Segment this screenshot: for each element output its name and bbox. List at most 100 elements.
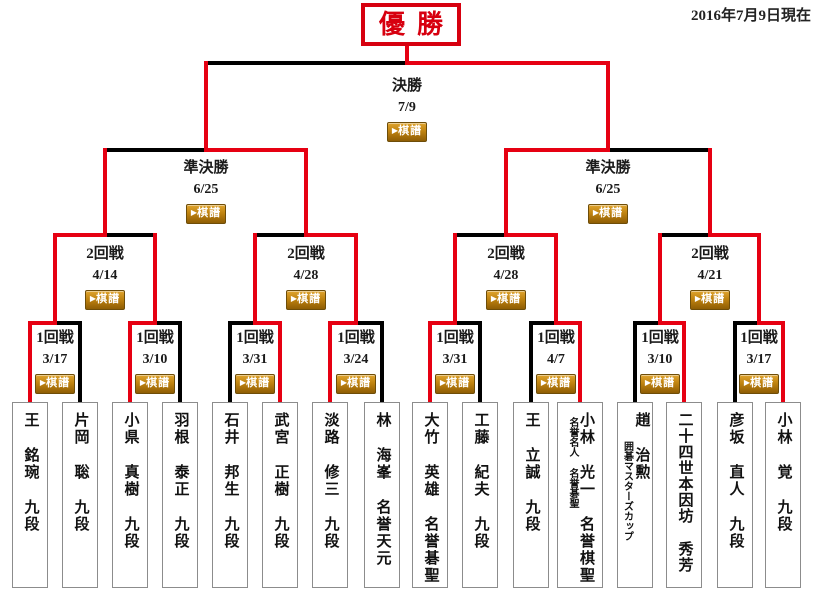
player-name: 二十四世本因坊 秀芳 (676, 412, 693, 573)
player-name: 武宮 正樹 九段 (272, 412, 289, 550)
round2-bar (506, 233, 558, 237)
round1-riser-line (658, 233, 662, 325)
round-name: 1回戦 (641, 330, 679, 346)
kifu-button[interactable]: ▶棋譜 (689, 290, 731, 311)
round-date: 3/10 (647, 351, 673, 367)
round1-label: 1回戦 3/17 ▶棋譜 (736, 328, 782, 395)
round-date: 3/24 (343, 351, 369, 367)
player-line (578, 321, 582, 402)
kifu-button[interactable]: ▶棋譜 (587, 204, 629, 225)
player-line (128, 321, 132, 402)
round2-bar (453, 233, 506, 237)
round-name: 1回戦 (36, 330, 74, 346)
round1-riser-line (253, 233, 257, 325)
round-name: 2回戦 (287, 246, 325, 262)
round1-bar (633, 321, 660, 325)
kifu-button[interactable]: ▶棋譜 (285, 290, 327, 311)
player-name: 王 立誠 九段 (523, 412, 540, 533)
kifu-button[interactable]: ▶棋譜 (234, 374, 276, 395)
kifu-button[interactable]: ▶棋譜 (84, 290, 126, 311)
round-date: 7/9 (398, 99, 416, 115)
round1-bar (428, 321, 455, 325)
round1-bar (255, 321, 282, 325)
round-name: 2回戦 (487, 246, 525, 262)
champion-box: 優勝 (361, 3, 461, 46)
play-icon: ▶ (290, 294, 298, 304)
round1-riser-line (757, 233, 761, 325)
round1-bar (155, 321, 182, 325)
kifu-button[interactable]: ▶棋譜 (185, 204, 227, 225)
kifu-button[interactable]: ▶棋譜 (386, 122, 428, 143)
play-icon: ▶ (592, 208, 600, 218)
round1-label: 1回戦 3/31 ▶棋譜 (232, 328, 278, 395)
round1-bar (660, 321, 686, 325)
play-icon: ▶ (190, 208, 198, 218)
player-box: 林 海峯 名誉天元 (364, 402, 400, 588)
round-date: 3/17 (42, 351, 68, 367)
play-icon: ▶ (239, 378, 247, 388)
round1-label: 1回戦 3/10 ▶棋譜 (132, 328, 178, 395)
round1-riser-line (453, 233, 457, 325)
player-box: 趙 治勲 囲碁マスターズカップ (617, 402, 653, 588)
round-name: 2回戦 (86, 246, 124, 262)
kifu-button[interactable]: ▶棋譜 (335, 374, 377, 395)
round-name: 準決勝 (183, 160, 229, 176)
round1-bar (759, 321, 785, 325)
round-name: 1回戦 (537, 330, 575, 346)
round2-riser-line (304, 148, 308, 237)
round1-bar (228, 321, 255, 325)
round1-label: 1回戦 3/17 ▶棋譜 (32, 328, 78, 395)
round-date: 3/31 (242, 351, 268, 367)
kifu-button[interactable]: ▶棋譜 (134, 374, 176, 395)
play-icon: ▶ (644, 378, 652, 388)
round-date: 3/17 (746, 351, 772, 367)
round-name: 1回戦 (337, 330, 375, 346)
semifinal2-bar-right (608, 148, 712, 152)
round2-riser-line (708, 148, 712, 237)
kifu-button[interactable]: ▶棋譜 (639, 374, 681, 395)
player-title: 囲碁マスターズカップ (621, 441, 633, 541)
round1-label: 1回戦 4/7 ▶棋譜 (533, 328, 579, 395)
player-name: 小林 覚 九段 (775, 412, 792, 533)
player-name: 王 銘琬 九段 (22, 412, 39, 533)
round2-bar (658, 233, 710, 237)
player-line (380, 321, 384, 402)
player-box: 王 銘琬 九段 (12, 402, 48, 588)
kifu-button[interactable]: ▶棋譜 (485, 290, 527, 311)
player-line (733, 321, 737, 402)
round-date: 6/25 (595, 181, 621, 197)
round1-riser-line (354, 233, 358, 325)
semifinal-riser-line (606, 61, 610, 152)
player-name: 大竹 英雄 名誉碁聖 (422, 412, 439, 584)
round1-bar (733, 321, 759, 325)
player-box: 石井 邦生 九段 (212, 402, 248, 588)
play-icon: ▶ (139, 378, 147, 388)
round-name: 2回戦 (691, 246, 729, 262)
player-line (633, 321, 637, 402)
play-icon: ▶ (490, 294, 498, 304)
round2-bar (53, 233, 105, 237)
semifinal2-bar-left (504, 148, 608, 152)
round1-riser-line (53, 233, 57, 325)
kifu-button[interactable]: ▶棋譜 (738, 374, 780, 395)
round2-label: 2回戦 4/21 ▶棋譜 (680, 244, 740, 311)
round2-riser-line (103, 148, 107, 237)
round2-bar (710, 233, 761, 237)
round2-label: 2回戦 4/28 ▶棋譜 (476, 244, 536, 311)
round-date: 4/14 (92, 267, 118, 283)
kifu-button[interactable]: ▶棋譜 (434, 374, 476, 395)
player-name: 小県 真樹 九段 (122, 412, 139, 550)
round1-riser-line (153, 233, 157, 325)
player-line (328, 321, 332, 402)
player-box: 小林 光一 名誉棋聖 名誉名人 名誉碁聖 (557, 402, 603, 588)
play-icon: ▶ (391, 126, 399, 136)
player-line (428, 321, 432, 402)
kifu-button[interactable]: ▶棋譜 (34, 374, 76, 395)
player-box: 淡路 修三 九段 (312, 402, 348, 588)
round-date: 3/31 (442, 351, 468, 367)
player-box: 武宮 正樹 九段 (262, 402, 298, 588)
player-line (228, 321, 232, 402)
player-box: 片岡 聡 九段 (62, 402, 98, 588)
kifu-button[interactable]: ▶棋譜 (535, 374, 577, 395)
